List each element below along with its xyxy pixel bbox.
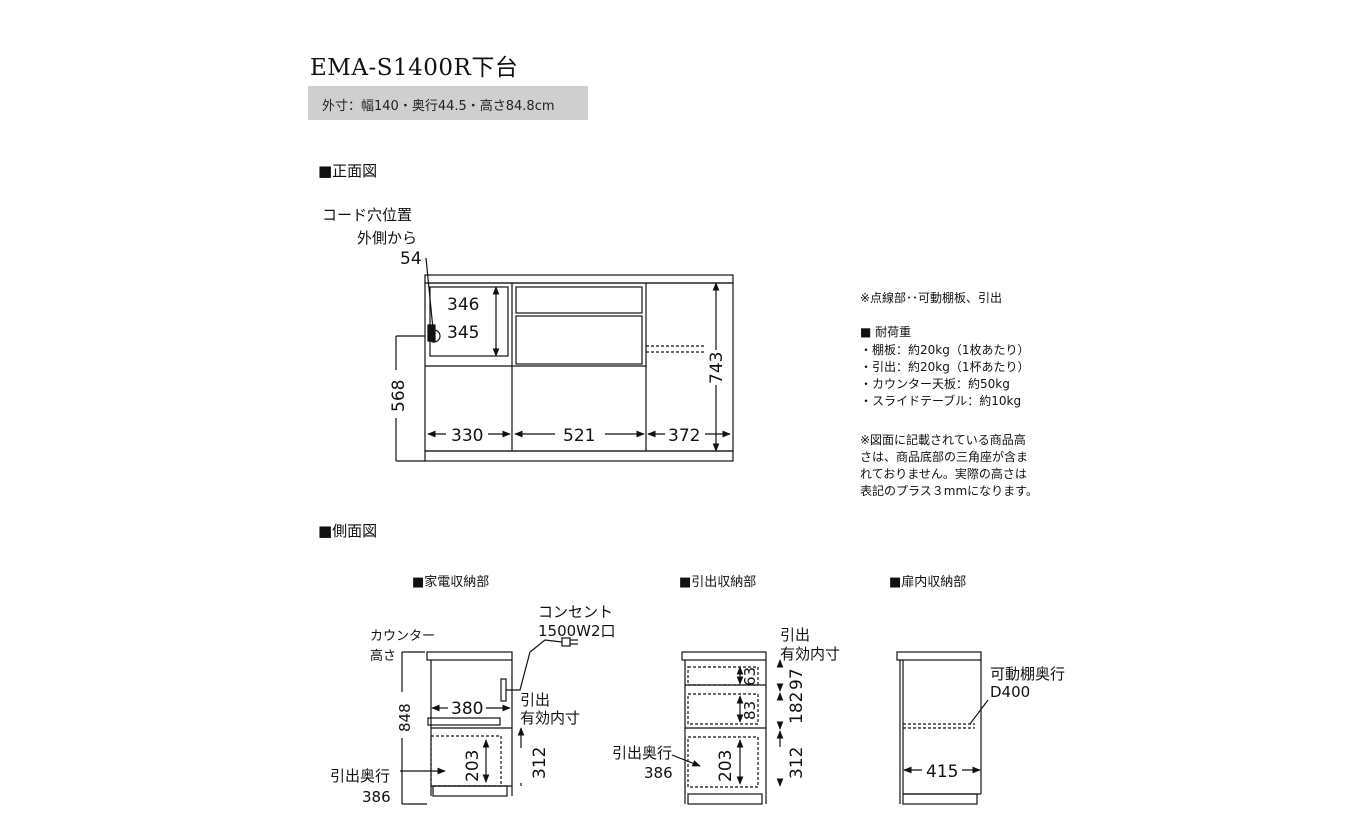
drawer-section-label: ■引出収納部 xyxy=(679,575,756,590)
drawer-inner-label-2: 有効内寸 xyxy=(780,645,840,663)
drawer-inner-label-1: 引出 xyxy=(780,626,810,644)
height-note-2: さは、商品底部の三角座が含ま xyxy=(860,450,1029,464)
height-note-1: ※図面に記載されている商品高 xyxy=(860,433,1026,447)
counter-label-1: カウンター xyxy=(370,629,435,644)
load-title: ■ 耐荷重 xyxy=(860,325,912,339)
dim-312-drawer: 312 xyxy=(787,747,807,779)
drawer-depth-label-1: 引出奥行 xyxy=(612,744,672,762)
cord-label-2: 外側から xyxy=(357,229,417,247)
dim-330: 330 xyxy=(451,426,483,446)
load-shelf: ・棚板：約20kg（1枚あたり） xyxy=(860,343,1030,357)
load-slide-table: ・スライドテーブル：約10kg xyxy=(860,394,1022,408)
load-counter: ・カウンター天板：約50kg xyxy=(860,377,1010,391)
dim-415: 415 xyxy=(926,762,958,782)
dim-182: 182 xyxy=(787,692,807,724)
dim-380: 380 xyxy=(451,699,483,719)
height-note-3: れておりません。実際の高さは xyxy=(860,467,1027,481)
dim-346: 346 xyxy=(447,295,479,315)
cord-label-3: 54 xyxy=(400,249,422,269)
dim-743: 743 xyxy=(707,352,727,384)
height-note-4: 表記のプラス３mmになります。 xyxy=(860,484,1038,498)
dim-848: 848 xyxy=(396,703,414,732)
appliance-inner-label-2: 有効内寸 xyxy=(520,709,580,727)
dim-568: 568 xyxy=(389,380,409,412)
counter-label-2: 高さ xyxy=(370,648,396,664)
outlet-label-2: 1500W2口 xyxy=(538,622,616,640)
spec-text: 外寸：幅140・奥行44.5・高さ84.8cm xyxy=(322,99,555,114)
spec-bar xyxy=(308,86,588,120)
side-view-heading: ■側面図 xyxy=(318,522,378,540)
dim-372: 372 xyxy=(668,426,700,446)
appliance-side-view xyxy=(400,637,578,805)
dim-203-drawer: 203 xyxy=(716,750,736,782)
drawer-side-view xyxy=(671,651,784,805)
cord-label-1: コード穴位置 xyxy=(322,206,412,224)
drawer-depth-label-2: 386 xyxy=(644,764,673,782)
appliance-section-label: ■家電収納部 xyxy=(412,574,489,590)
dashed-note: ※点線部･･可動棚板、引出 xyxy=(860,291,1003,305)
shelf-label-1: 可動棚奥行 xyxy=(990,665,1065,683)
dim-203-appliance: 203 xyxy=(463,750,483,782)
front-view xyxy=(395,257,734,462)
appliance-depth-label-2: 386 xyxy=(362,788,391,806)
load-drawer: ・引出：約20kg（1杯あたり） xyxy=(860,360,1030,374)
page-title: EMA-S1400R下台 xyxy=(310,55,519,81)
dim-345: 345 xyxy=(447,323,479,343)
appliance-depth-label-1: 引出奥行 xyxy=(330,767,390,785)
door-side-view xyxy=(896,651,989,805)
dim-63: 63 xyxy=(741,667,759,686)
dim-97: 97 xyxy=(787,668,807,690)
dim-83: 83 xyxy=(741,701,759,720)
outlet-label-1: コンセント xyxy=(538,603,613,621)
front-view-heading: ■正面図 xyxy=(318,162,378,180)
dim-521: 521 xyxy=(563,426,595,446)
shelf-label-2: D400 xyxy=(990,683,1030,701)
appliance-inner-label-1: 引出 xyxy=(520,691,550,709)
dim-312-appliance: 312 xyxy=(530,747,550,779)
door-section-label: ■扉内収納部 xyxy=(889,574,966,590)
